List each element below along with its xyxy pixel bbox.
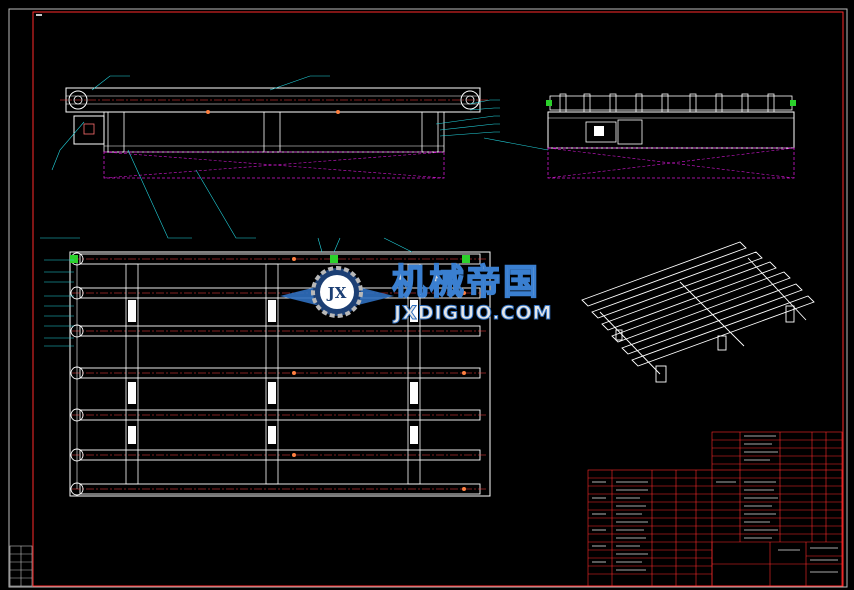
plan-view <box>69 251 491 497</box>
watermark-domain: JXDIGUO.COM <box>394 302 553 324</box>
drawing-frame <box>32 11 844 587</box>
watermark-name: 机械帝国 <box>391 263 541 303</box>
side-view <box>546 93 796 179</box>
isometric-view <box>581 241 815 383</box>
emblem-letters: JX <box>326 284 347 302</box>
leader-lines <box>40 75 549 347</box>
left-margin-table <box>9 545 33 587</box>
sheet-tag-label <box>36 14 42 16</box>
outer-sheet-border <box>8 8 848 588</box>
title-block-fill-lines <box>592 435 838 573</box>
front-view <box>60 87 490 179</box>
watermark-emblem: JX <box>280 266 394 318</box>
title-block <box>587 431 843 587</box>
